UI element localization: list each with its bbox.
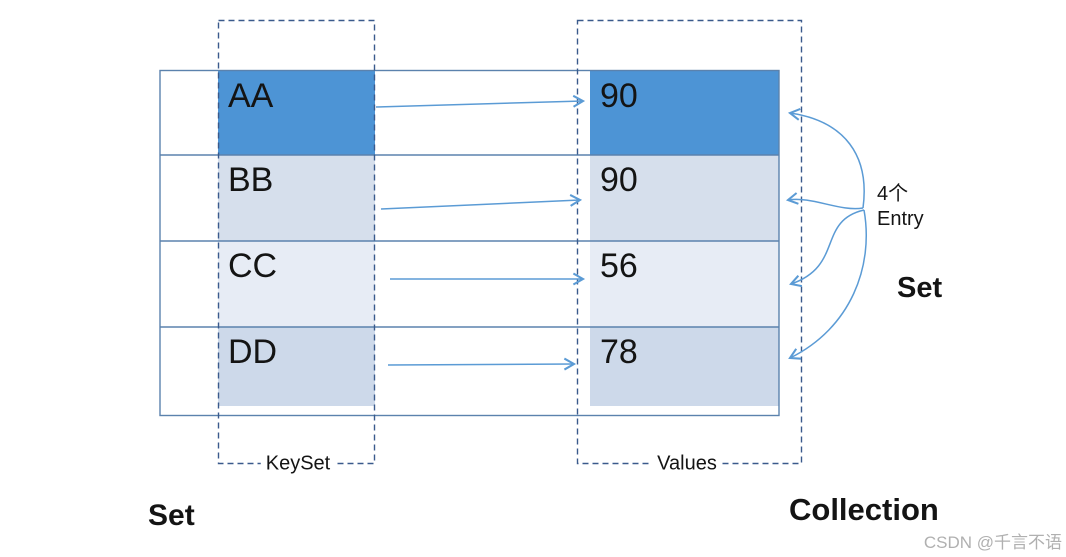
key-text: BB: [228, 161, 274, 199]
value-text: 90: [600, 77, 638, 115]
entry-arrows: [785, 107, 868, 360]
keyset-cell: CC: [218, 241, 375, 327]
set-label-right: Set: [897, 272, 943, 304]
keyset-cell: AA: [218, 71, 375, 155]
table-grid: [159, 69, 780, 417]
key-text: CC: [228, 247, 278, 285]
value-cell: 90: [590, 71, 779, 155]
entry-annotation-line2: Entry: [877, 208, 924, 230]
keyset-cell: BB: [218, 155, 375, 241]
keyset-cell: DD: [218, 327, 375, 406]
csdn-watermark: CSDN @千言不语: [923, 533, 1062, 552]
keyset-label: KeySet: [260, 452, 336, 476]
key-text: AA: [228, 77, 274, 115]
values-dashed-box: [576, 19, 803, 465]
value-cell: 90: [590, 155, 779, 241]
value-cell: 78: [590, 327, 779, 406]
value-cell: 56: [590, 241, 779, 327]
values-label: Values: [652, 452, 722, 476]
value-text: 90: [600, 161, 638, 199]
collection-label: Collection: [789, 492, 939, 527]
entry-annotation-line1: 4个: [877, 183, 909, 205]
key-text: DD: [228, 333, 278, 371]
value-text: 56: [600, 247, 638, 285]
keyset-dashed-box: [217, 19, 376, 465]
set-label-bottom: Set: [148, 499, 195, 532]
value-text: 78: [600, 333, 638, 371]
key-value-arrows: [375, 94, 586, 371]
entry-annotation: 4个 Entry: [877, 182, 924, 232]
